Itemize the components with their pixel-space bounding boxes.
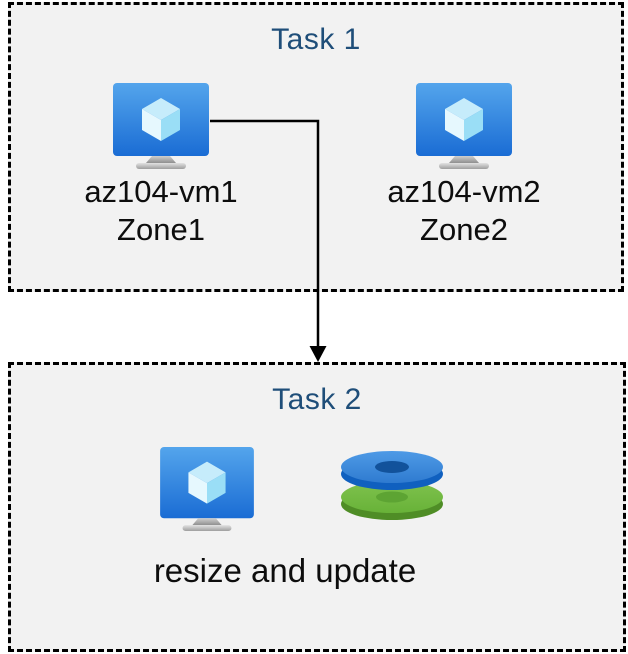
- virtual-machine-icon: [113, 83, 209, 169]
- task1-title: Task 1: [271, 23, 361, 56]
- virtual-machine-icon: [416, 83, 512, 169]
- vm1-label: az104-vm1 Zone1: [61, 173, 261, 249]
- task2-box: Task 2 resize and update: [8, 362, 626, 652]
- task1-box: Task 1 az104-vm1 Zone1 az104-vm2 Zone2: [8, 2, 624, 292]
- vm2-name-label: az104-vm2: [387, 174, 541, 209]
- vm1-zone-label: Zone1: [117, 212, 205, 247]
- task2-title: Task 2: [272, 383, 362, 416]
- vm2-label: az104-vm2 Zone2: [364, 173, 564, 249]
- vm1-name-label: az104-vm1: [84, 174, 238, 209]
- virtual-machine-icon: [160, 447, 254, 531]
- vm2-zone-label: Zone2: [420, 212, 508, 247]
- task2-caption: resize and update: [153, 552, 417, 589]
- arrowhead-icon: [309, 346, 327, 362]
- disks-icon: [341, 451, 443, 520]
